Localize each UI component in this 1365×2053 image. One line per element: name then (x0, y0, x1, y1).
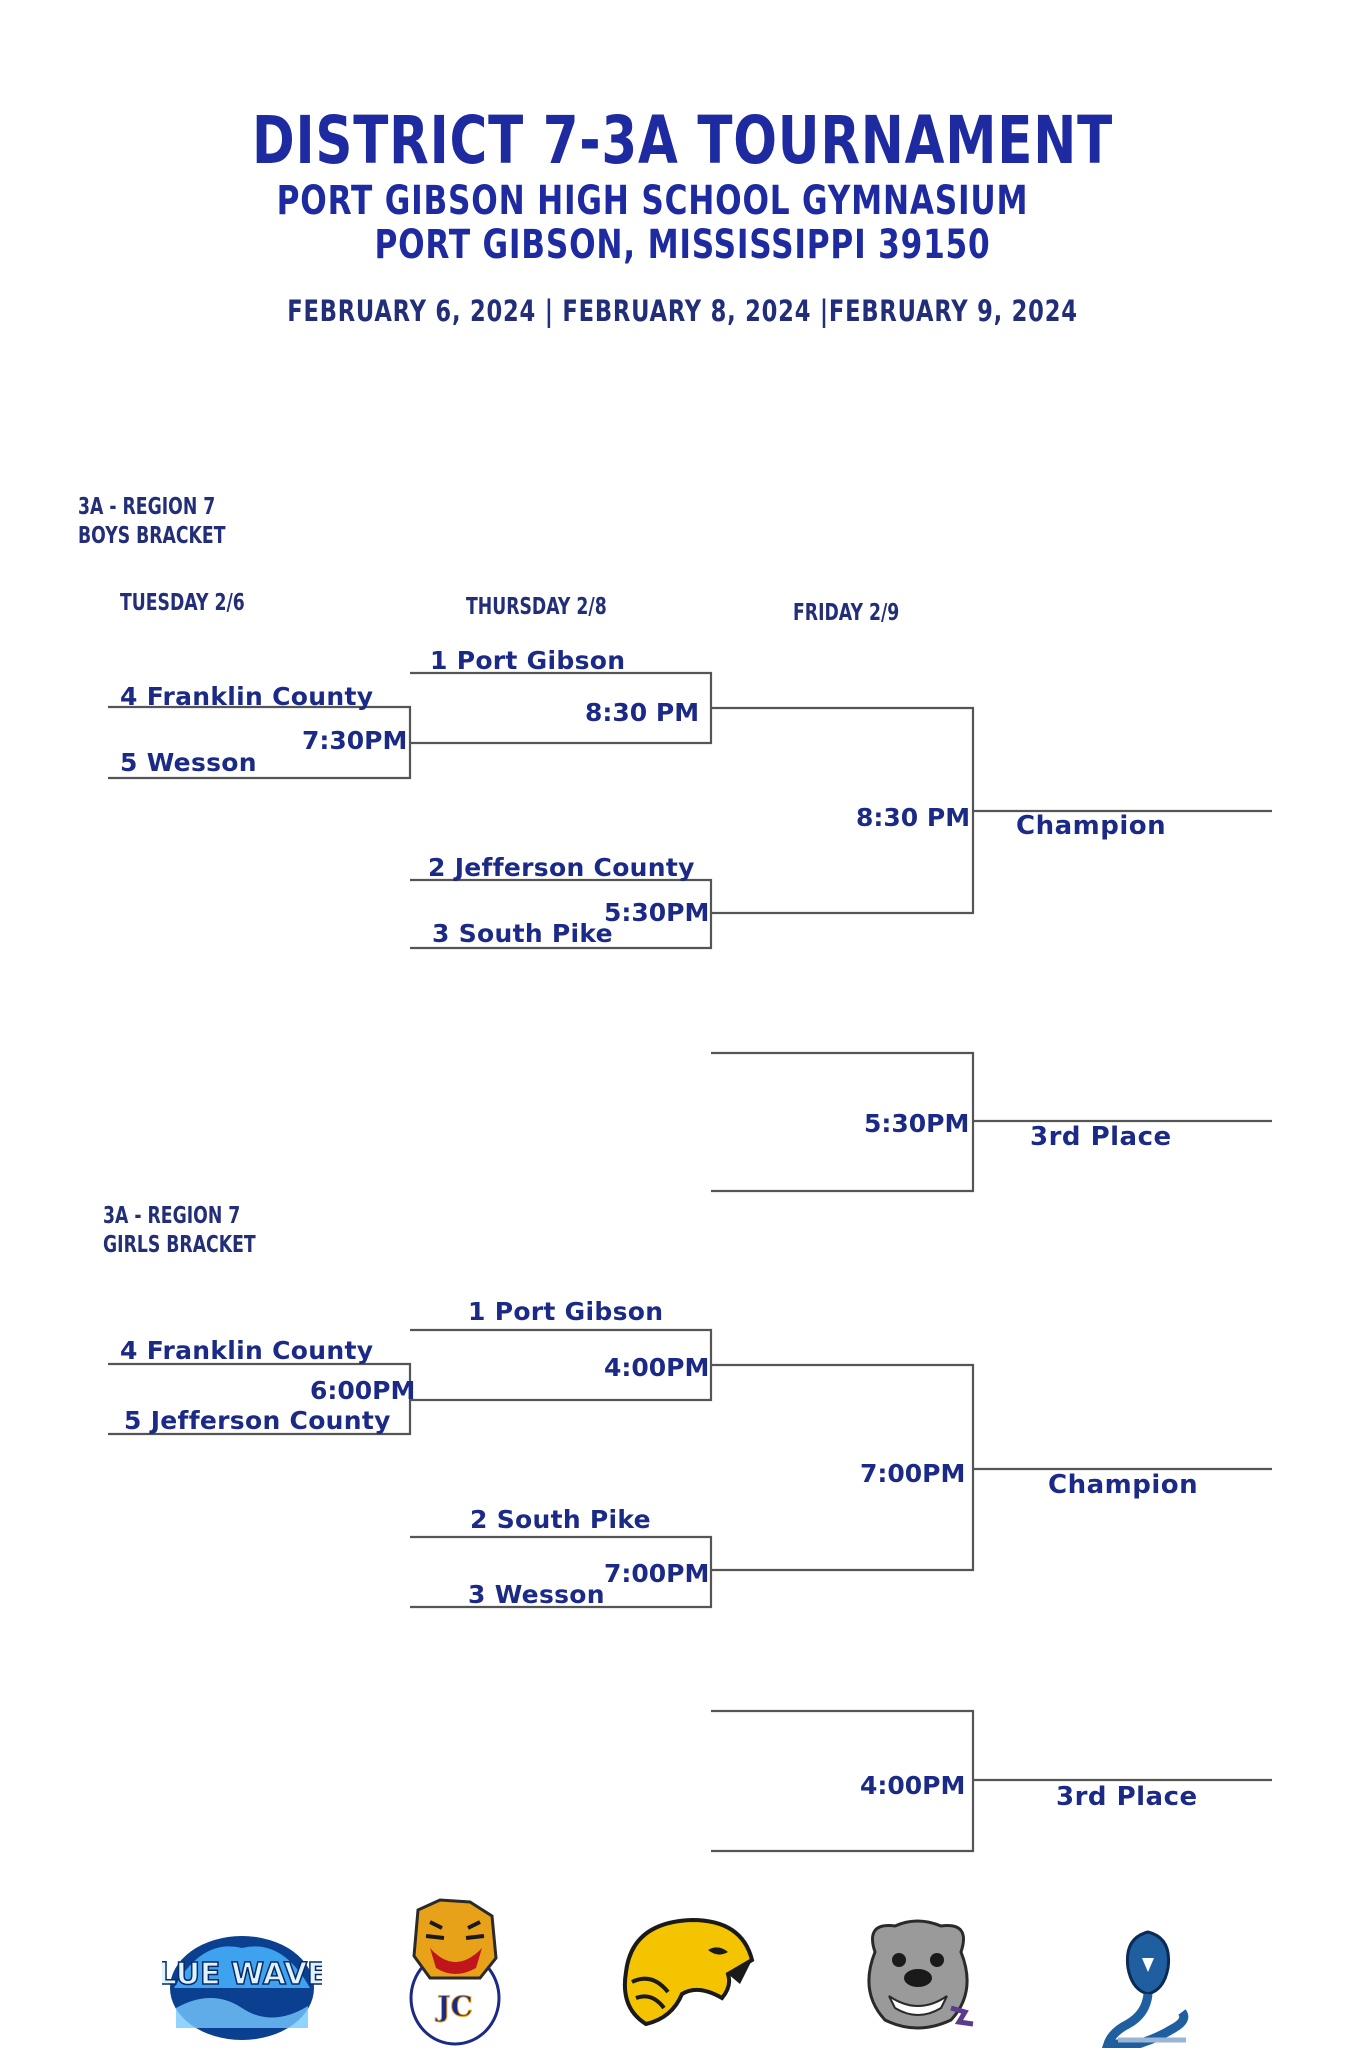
boys-label-line2: BOYS BRACKET (78, 523, 226, 549)
boys-label-line1: 3A - REGION 7 (78, 494, 216, 520)
jc-logo-text: JC (434, 1990, 473, 2023)
boys-round1-time: 7:30PM (302, 726, 408, 755)
boys-semi2-team-a: 2 Jefferson County (428, 853, 695, 882)
girls-round1-time: 6:00PM (310, 1376, 416, 1405)
girls-semi2-time: 7:00PM (604, 1559, 710, 1588)
jefferson-county-tiger-logo: JC (400, 1898, 510, 2053)
girls-third-label: 3rd Place (1056, 1782, 1198, 1812)
bulldog-logo (855, 1912, 980, 2042)
girls-bracket-label: 3A - REGION 7 GIRLS BRACKET (103, 1202, 256, 1260)
boys-third-label: 3rd Place (1030, 1122, 1172, 1152)
boys-semi1-team-a: 1 Port Gibson (430, 646, 626, 675)
girls-third-time: 4:00PM (860, 1771, 966, 1800)
boys-third-time: 5:30PM (864, 1109, 970, 1138)
boys-bracket-label: 3A - REGION 7 BOYS BRACKET (78, 493, 225, 551)
girls-semi1-team-a: 1 Port Gibson (468, 1297, 664, 1326)
blue-waves-logo: BLUE WAVES (134, 1918, 350, 2053)
girls-round1-team-b: 5 Jefferson County (124, 1406, 391, 1435)
girls-semi2-team-b: 3 Wesson (468, 1580, 605, 1609)
girls-final-bracket (711, 1363, 975, 1572)
girls-semi2-team-a: 2 South Pike (470, 1505, 651, 1534)
boys-semi1-time: 8:30 PM (585, 698, 700, 727)
boys-round1-team-b: 5 Wesson (120, 748, 257, 777)
day-tuesday: TUESDAY 2/6 (120, 590, 245, 616)
day-thursday: THURSDAY 2/8 (466, 594, 607, 620)
venue-name: PORT GIBSON HIGH SCHOOL GYMNASIUM (276, 178, 1029, 224)
girls-round1-team-a: 4 Franklin County (120, 1336, 374, 1365)
boys-semi2-time: 5:30PM (604, 898, 710, 927)
boys-final-time: 8:30 PM (856, 803, 971, 832)
girls-final-time: 7:00PM (860, 1459, 966, 1488)
girls-semi1-time: 4:00PM (604, 1353, 710, 1382)
girls-champion-label: Champion (1048, 1470, 1199, 1500)
boys-semi2-team-b: 3 South Pike (432, 919, 613, 948)
boys-champion-label: Champion (1016, 811, 1167, 841)
day-friday: FRIDAY 2/9 (793, 600, 900, 626)
blue-waves-logo-text: BLUE WAVES (162, 1957, 322, 1992)
tournament-dates: FEBRUARY 6, 2024 | FEBRUARY 8, 2024 |FEB… (287, 294, 1078, 328)
girls-label-line2: GIRLS BRACKET (103, 1232, 256, 1258)
tournament-title: DISTRICT 7-3A TOURNAMENT (251, 102, 1114, 179)
girls-label-line1: 3A - REGION 7 (103, 1203, 241, 1229)
cobra-logo (1098, 1928, 1198, 2053)
golden-eagle-logo (612, 1912, 762, 2037)
girls-semi2-bracket (410, 1535, 713, 1609)
boys-round1-team-a: 4 Franklin County (120, 682, 374, 711)
venue-address: PORT GIBSON, MISSISSIPPI 39150 (374, 222, 991, 268)
